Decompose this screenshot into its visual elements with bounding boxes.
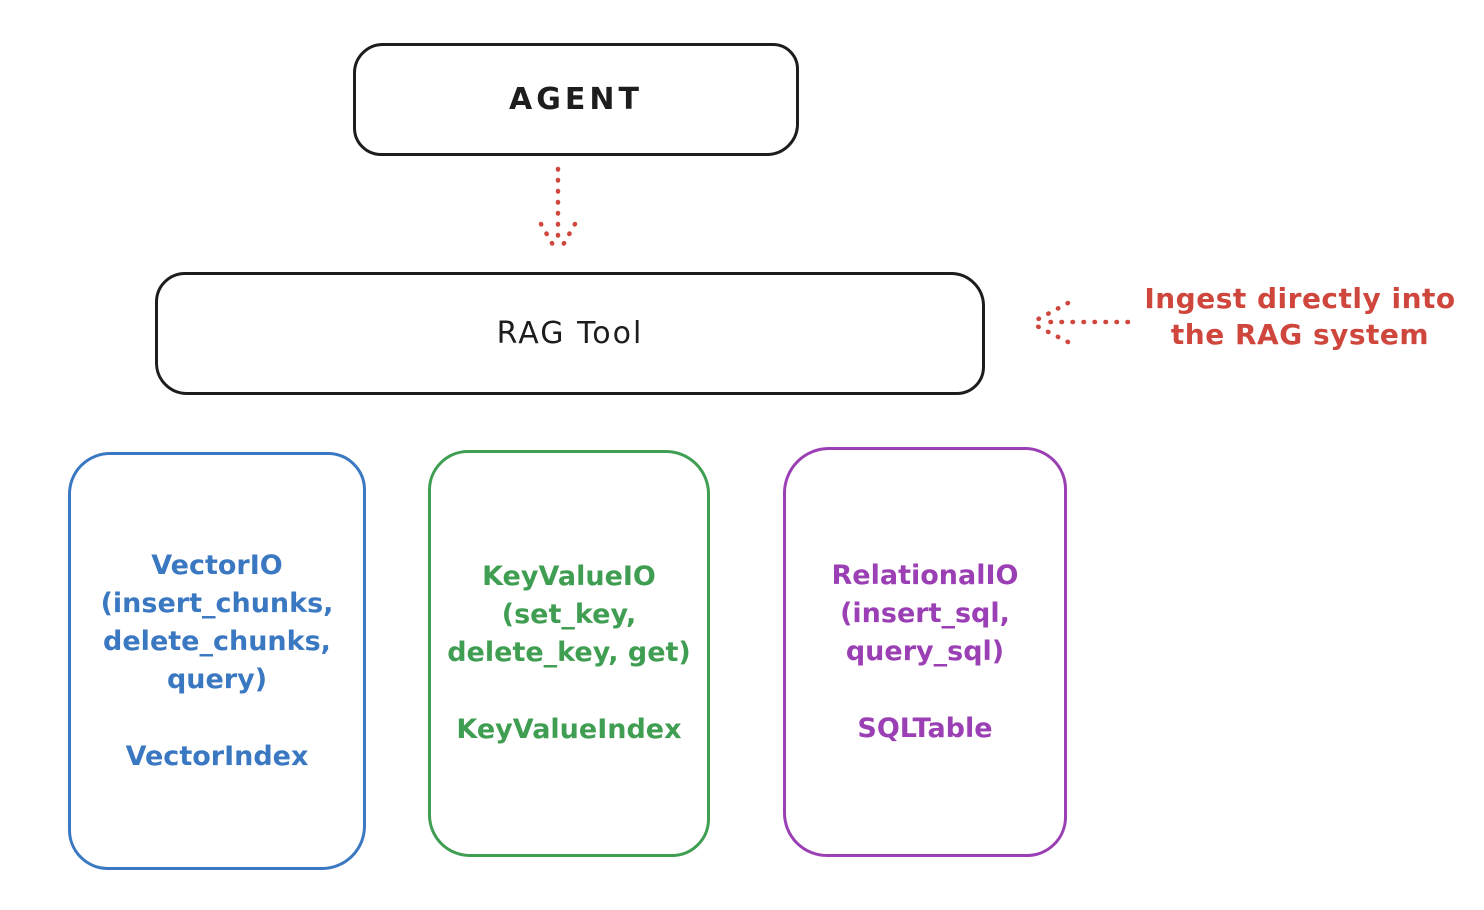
- relational-io-node: RelationalIO (insert_sql, query_sql) SQL…: [783, 447, 1067, 857]
- vector-io-node: VectorIO (insert_chunks, delete_chunks, …: [68, 452, 366, 870]
- keyvalue-io-node: KeyValueIO (set_key, delete_key, get) Ke…: [428, 450, 710, 857]
- agent-node: AGENT: [353, 43, 799, 156]
- vector-index-label: VectorIndex: [125, 740, 309, 772]
- ingest-annotation: Ingest directly into the RAG system: [1144, 282, 1456, 351]
- dotted-arrow-left-icon: [1028, 300, 1131, 345]
- dotted-arrow-down-icon: [538, 166, 578, 255]
- agent-label: AGENT: [509, 82, 643, 117]
- sql-table-label: SQLTable: [857, 712, 993, 744]
- vector-io-methods-label: VectorIO (insert_chunks, delete_chunks, …: [100, 549, 334, 695]
- keyvalue-io-methods-label: KeyValueIO (set_key, delete_key, get): [447, 561, 691, 668]
- rag-tool-node: RAG Tool: [155, 272, 985, 395]
- relational-io-methods-label: RelationalIO (insert_sql, query_sql): [831, 559, 1019, 667]
- keyvalue-index-label: KeyValueIndex: [456, 714, 682, 745]
- rag-tool-label: RAG Tool: [496, 316, 644, 351]
